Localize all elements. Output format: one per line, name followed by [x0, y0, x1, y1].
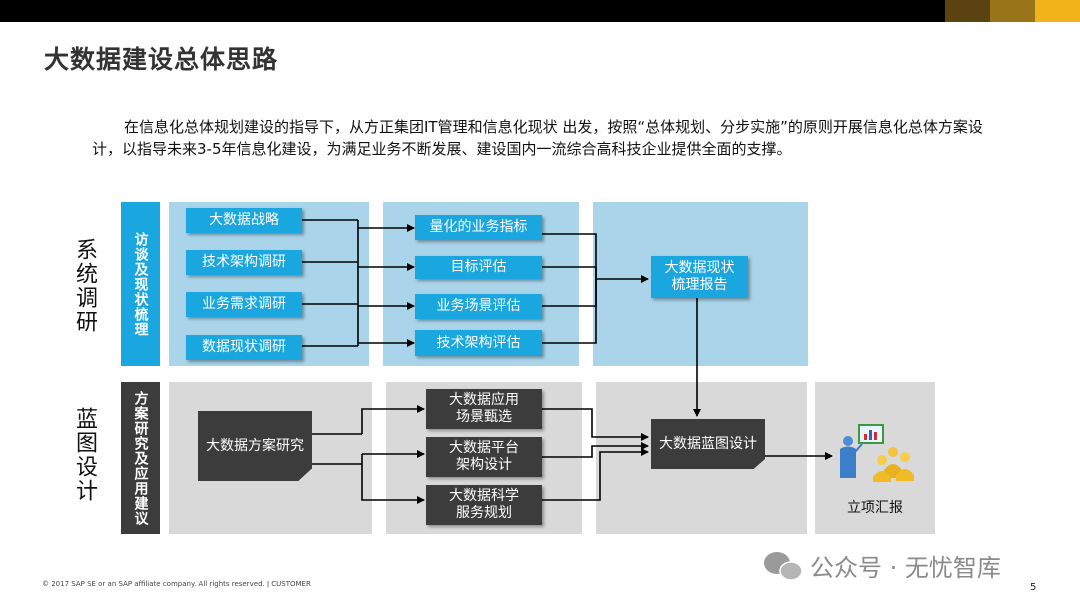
top-bar	[0, 0, 1080, 22]
report-label: 立项汇报	[847, 500, 903, 516]
panel-blueprint-report	[815, 382, 935, 534]
eval-box-scenario: 业务场景评估	[415, 294, 542, 319]
watermark-text: 公众号 · 无忧智库	[810, 554, 1001, 582]
eval-box-metrics: 量化的业务指标	[415, 215, 542, 240]
input-box-data-research: 数据现状调研	[186, 335, 302, 360]
input-box-strategy: 大数据战略	[186, 208, 302, 233]
page-title: 大数据建设总体思路	[44, 45, 279, 74]
item-box-scenario-selection: 大数据应用场景甄选	[426, 389, 542, 429]
design-box: 大数据蓝图设计	[651, 419, 765, 469]
section-tag-research: 访谈及现状梳理	[121, 202, 160, 366]
input-box-tech-research: 技术架构调研	[186, 250, 302, 275]
eval-box-target: 目标评估	[415, 256, 542, 279]
footer-copyright: © 2017 SAP SE or an SAP affiliate compan…	[42, 580, 311, 588]
item-box-science-service: 大数据科学服务规划	[426, 485, 542, 525]
study-box: 大数据方案研究	[198, 411, 312, 481]
input-box-biz-research: 业务需求调研	[186, 292, 302, 317]
output-box-report: 大数据现状梳理报告	[651, 256, 748, 298]
section-tag-blueprint: 方案研究及应用建议	[121, 382, 160, 534]
section-label-research: 系统调研	[72, 238, 97, 334]
section-label-blueprint: 蓝图设计	[72, 407, 97, 503]
eval-box-tech: 技术架构评估	[415, 330, 542, 356]
item-box-platform-design: 大数据平台架构设计	[426, 437, 542, 477]
brand-strip-1	[945, 0, 990, 22]
presentation-icon	[840, 424, 914, 482]
page-number: 5	[1030, 582, 1037, 593]
brand-strip-3	[1035, 0, 1080, 22]
intro-paragraph: 在信息化总体规划建设的指导下，从方正集团IT管理和信息化现状 出发，按照“总体规…	[92, 118, 983, 158]
brand-strip-2	[990, 0, 1035, 22]
